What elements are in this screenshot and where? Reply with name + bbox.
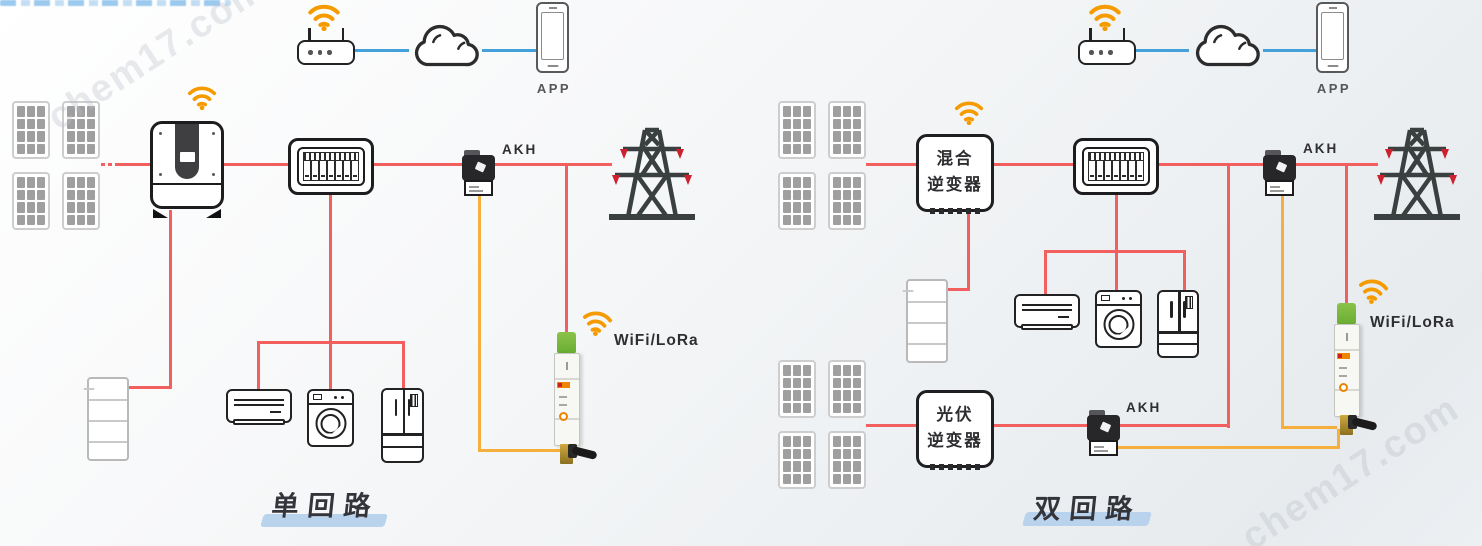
grid-tower-icon-right — [1366, 117, 1468, 221]
wifi-lora-label-left: WiFi/LoRa — [614, 332, 699, 349]
washing-machine-icon-left — [307, 389, 354, 447]
phone-icon-right — [1316, 2, 1349, 73]
solar-panel — [828, 172, 866, 230]
wire-distro-drop-right — [1115, 193, 1118, 293]
pv-inverter-label-line2: 逆变器 — [927, 432, 983, 450]
wire-battery-link-left — [126, 386, 172, 389]
ct-sensor-akh-grid-right — [1262, 150, 1298, 196]
router-icon-left — [297, 28, 355, 65]
phone-icon-left — [536, 2, 569, 73]
wire-battery-drop-right — [967, 210, 970, 291]
wifi-icon-inverter-left — [186, 84, 218, 110]
solar-panel — [778, 431, 816, 489]
wire-pv-circuit-right — [866, 424, 1230, 427]
wifi-icon-meter-left — [578, 307, 615, 338]
wifi-icon-router-left — [305, 2, 343, 31]
solar-panel — [62, 172, 100, 230]
cloud-icon-right — [1186, 16, 1266, 73]
fridge-icon-right — [1157, 290, 1199, 358]
energy-meter-right — [1326, 303, 1378, 437]
link-cloud-phone-right — [1263, 49, 1318, 52]
ct-sensor-akh-pv-right — [1086, 410, 1122, 456]
hybrid-inverter-label-line2: 逆变器 — [927, 176, 983, 194]
wire-ct2-signal-h-right — [1100, 446, 1340, 449]
wire-ct2-signal-v-right — [1337, 429, 1340, 449]
energy-meter-left — [546, 332, 598, 466]
circuit-title-right: 双回路 — [1032, 494, 1144, 524]
wifi-icon-router-right — [1086, 2, 1124, 31]
wire-ct1-signal-v-right — [1281, 195, 1284, 429]
wire-distro-drop-left — [329, 193, 332, 390]
solar-panel — [778, 101, 816, 159]
solar-panel — [778, 360, 816, 418]
solar-panel — [12, 172, 50, 230]
wire-loads-branch-left — [257, 341, 405, 344]
wire-fridge-drop-right — [1183, 250, 1186, 292]
pv-inverter-box: 光伏 逆变器 — [916, 390, 994, 470]
wire-meter-drop-right — [1345, 164, 1348, 305]
link-router-cloud-right — [1133, 49, 1189, 52]
wire-battery-link-right — [945, 288, 970, 291]
battery-icon-right — [902, 279, 948, 363]
wire-battery-drop-left — [169, 210, 172, 389]
distribution-box-left — [288, 138, 374, 195]
wire-meter-drop-left — [565, 164, 568, 334]
wifi-icon-hybrid-inverter — [953, 99, 985, 125]
pv-inverter-label-line1: 光伏 — [936, 406, 974, 425]
akh-label-pv-right: AKH — [1126, 400, 1162, 415]
solar-panel — [12, 101, 50, 159]
hybrid-inverter-box: 混合 逆变器 — [916, 134, 994, 214]
circuit-title-left: 单回路 — [270, 491, 382, 521]
akh-label-grid-right: AKH — [1303, 141, 1339, 156]
hybrid-inverter-label-line1: 混合 — [936, 150, 974, 169]
string-inverter-icon — [150, 121, 224, 218]
wire-ct-signal-h-left — [478, 449, 562, 452]
solar-panel — [62, 101, 100, 159]
solar-panel — [828, 360, 866, 418]
wire-ac-drop-left — [257, 341, 260, 391]
wire-ct1-signal-h-right — [1281, 426, 1337, 429]
wifi-icon-meter-right — [1354, 275, 1391, 306]
distribution-box-right — [1073, 138, 1159, 195]
solar-panel — [828, 431, 866, 489]
cropped-title-fragment — [0, 0, 231, 6]
cloud-icon-left — [405, 16, 485, 73]
solar-panel — [778, 172, 816, 230]
wifi-lora-label-right: WiFi/LoRa — [1370, 314, 1455, 331]
wire-loads-branch-right — [1044, 250, 1186, 253]
air-conditioner-icon-right — [1014, 294, 1080, 330]
wire-ct-signal-v-left — [478, 192, 481, 452]
wire-fridge-drop-left — [402, 341, 405, 389]
wire-pv-dotted-left — [101, 163, 116, 166]
fridge-icon-left — [381, 388, 424, 463]
app-label-right: APP — [1316, 81, 1352, 96]
grid-tower-icon-left — [601, 117, 703, 221]
akh-label-left: AKH — [502, 142, 538, 157]
battery-icon-left — [83, 377, 129, 461]
solar-panel — [828, 101, 866, 159]
washing-machine-icon-right — [1095, 290, 1142, 348]
router-icon-right — [1078, 28, 1136, 65]
ct-sensor-akh-left — [461, 150, 497, 196]
air-conditioner-icon-left — [226, 389, 292, 425]
link-router-cloud-left — [352, 49, 409, 52]
wire-ac-drop-right — [1044, 250, 1047, 296]
app-label-left: APP — [536, 81, 572, 96]
link-cloud-phone-left — [482, 49, 538, 52]
wire-pv-riser-right — [1227, 164, 1230, 428]
